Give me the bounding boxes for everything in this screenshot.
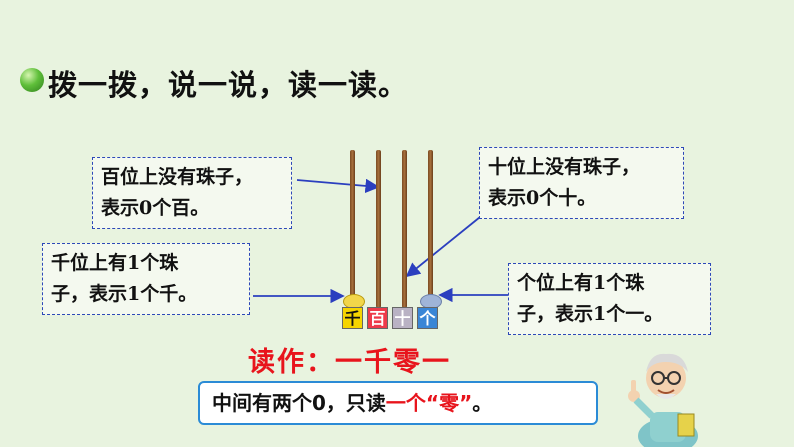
rod-hundreds — [376, 150, 381, 308]
label-hundreds-line1: 百位上没有珠子， — [101, 166, 254, 188]
note-box: 中间有两个0，只读一个“零”。 — [198, 381, 598, 425]
teacher-illustration-icon — [628, 353, 698, 447]
green-bullet-icon — [20, 68, 44, 92]
arrow-hundreds — [296, 178, 380, 194]
note-suffix: 。 — [472, 391, 493, 415]
rod-tens — [402, 150, 407, 308]
note-highlight: 一个“零” — [385, 391, 473, 415]
page-title: 拨一拨，说一说，读一读。 — [48, 68, 409, 102]
note-prefix: 中间有两个0，只读 — [212, 391, 386, 415]
rod-thousands — [350, 150, 355, 308]
label-ones-line1: 个位上有1个珠 — [517, 272, 645, 294]
label-ones: 个位上有1个珠 子，表示1个一。 — [508, 263, 711, 335]
label-hundreds-line2: 表示0个百。 — [101, 197, 210, 219]
place-tens: 十 — [392, 307, 413, 329]
label-thousands-line2: 子，表示1个千。 — [51, 283, 198, 305]
label-tens-line2: 表示0个十。 — [488, 187, 597, 209]
label-tens: 十位上没有珠子， 表示0个十。 — [479, 147, 684, 219]
place-hundreds: 百 — [367, 307, 388, 329]
reading-text: 读作：一千零一 — [248, 347, 451, 378]
label-hundreds: 百位上没有珠子， 表示0个百。 — [92, 157, 292, 229]
place-ones: 个 — [417, 307, 438, 329]
label-ones-line2: 子，表示1个一。 — [517, 303, 664, 325]
rod-ones — [428, 150, 433, 308]
label-thousands: 千位上有1个珠 子，表示1个千。 — [42, 243, 250, 315]
place-thousands: 千 — [342, 307, 363, 329]
arrow-tens — [405, 212, 486, 278]
label-thousands-line1: 千位上有1个珠 — [51, 252, 179, 274]
label-tens-line1: 十位上没有珠子， — [488, 156, 641, 178]
